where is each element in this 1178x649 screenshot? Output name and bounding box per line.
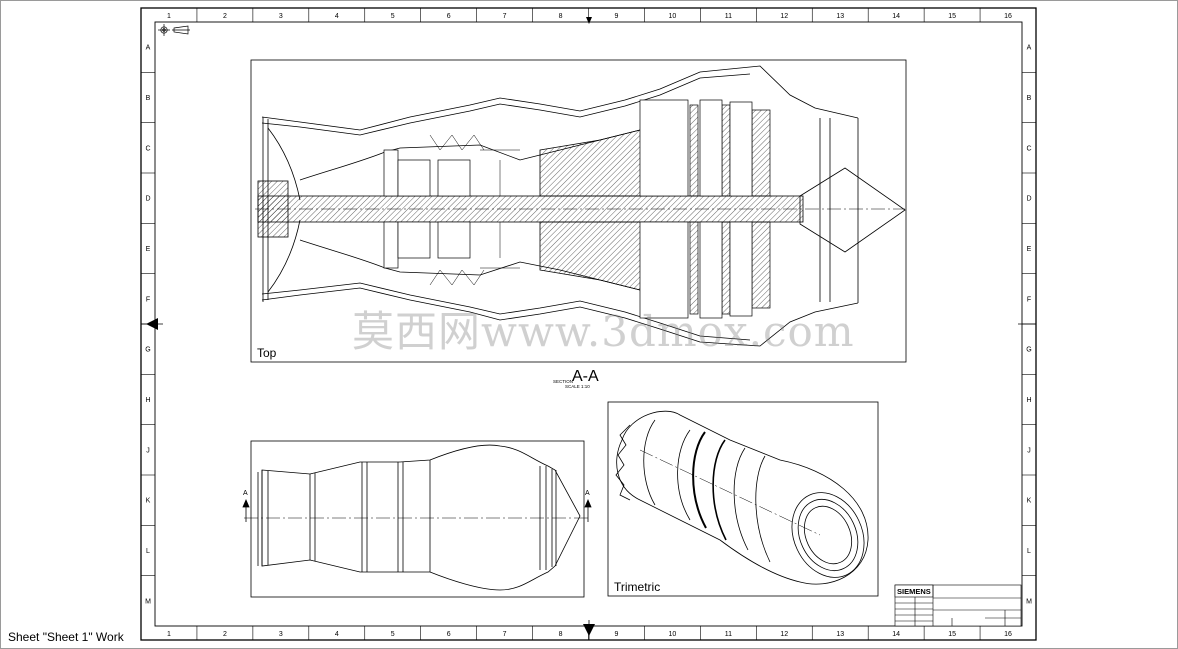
watermark: 莫西网www.3dmox.com [352, 307, 855, 356]
column-label-bottom: 7 [503, 631, 507, 638]
column-label-bottom: 9 [615, 631, 619, 638]
column-label-bottom: 1 [167, 631, 171, 638]
top-view[interactable] [250, 59, 907, 363]
column-label-bottom: 3 [279, 631, 283, 638]
column-label-bottom: 8 [559, 631, 563, 638]
row-label-right: L [1027, 548, 1031, 555]
row-label-right: D [1026, 196, 1031, 203]
row-label-right: B [1027, 95, 1032, 102]
column-label-top: 6 [447, 13, 451, 20]
row-label-left: L [146, 548, 150, 555]
section-scale: SCALE 1:10 [565, 384, 590, 389]
trimetric-view-label: Trimetric [614, 580, 660, 594]
row-label-right: E [1027, 246, 1032, 253]
column-label-bottom: 11 [725, 631, 732, 638]
row-label-right: A [1027, 45, 1032, 52]
column-label-top: 12 [780, 13, 788, 20]
column-label-top: 10 [669, 13, 677, 20]
section-word: SECTION [553, 379, 573, 384]
row-label-left: F [146, 296, 150, 303]
section-marker-left: A [243, 490, 248, 497]
column-label-bottom: 13 [836, 631, 844, 638]
row-ticks [141, 72, 1036, 576]
row-label-left: A [146, 45, 151, 52]
row-label-right: J [1027, 447, 1031, 454]
row-label-right: G [1026, 347, 1031, 354]
column-label-bottom: 4 [335, 631, 339, 638]
column-label-bottom: 10 [669, 631, 677, 638]
column-label-bottom: 14 [892, 631, 900, 638]
row-label-right: C [1026, 145, 1031, 152]
column-label-top: 3 [279, 13, 283, 20]
column-label-top: 2 [223, 13, 227, 20]
trimetric-view[interactable] [607, 401, 879, 597]
column-label-top: 11 [725, 13, 732, 20]
column-label-top: 14 [892, 13, 900, 20]
row-label-left: H [145, 397, 150, 404]
column-ticks [196, 8, 981, 640]
column-label-top: 9 [615, 13, 619, 20]
title-block-logo: SIEMENS [897, 587, 931, 596]
column-label-top: 1 [167, 13, 171, 20]
row-label-right: H [1026, 397, 1031, 404]
column-label-bottom: 6 [447, 631, 451, 638]
title-block[interactable] [894, 584, 1022, 627]
column-labels: 1122334455667788991010111112121313141415… [167, 13, 1012, 638]
front-view[interactable] [242, 440, 592, 598]
row-label-left: K [146, 498, 151, 505]
column-label-bottom: 12 [780, 631, 788, 638]
section-marker-right: A [585, 490, 590, 497]
status-bar-text: Sheet "Sheet 1" Work [6, 630, 126, 644]
row-label-left: B [146, 95, 151, 102]
row-label-right: F [1027, 296, 1031, 303]
column-label-bottom: 5 [391, 631, 395, 638]
row-label-left: G [145, 347, 150, 354]
row-label-left: E [146, 246, 151, 253]
column-label-bottom: 15 [948, 631, 956, 638]
row-label-right: K [1027, 498, 1032, 505]
top-view-label: Top [257, 346, 277, 360]
row-label-left: C [145, 145, 150, 152]
column-label-top: 8 [559, 13, 563, 20]
row-label-right: M [1026, 598, 1032, 605]
center-mark-top [586, 17, 592, 24]
column-label-bottom: 2 [223, 631, 227, 638]
column-label-top: 5 [391, 13, 395, 20]
row-labels: A A B B C C D D E E F F G G H H J J K K L L M M [145, 45, 1032, 606]
column-label-top: 15 [948, 13, 956, 20]
column-label-top: 4 [335, 13, 339, 20]
column-label-top: 13 [836, 13, 844, 20]
row-label-left: M [145, 598, 151, 605]
section-name: A-A [572, 368, 599, 385]
row-label-left: D [145, 196, 150, 203]
projection-symbol [158, 24, 190, 36]
column-label-bottom: 16 [1004, 631, 1012, 638]
row-label-left: J [146, 447, 150, 454]
column-label-top: 7 [503, 13, 507, 20]
column-label-top: 16 [1004, 13, 1012, 20]
